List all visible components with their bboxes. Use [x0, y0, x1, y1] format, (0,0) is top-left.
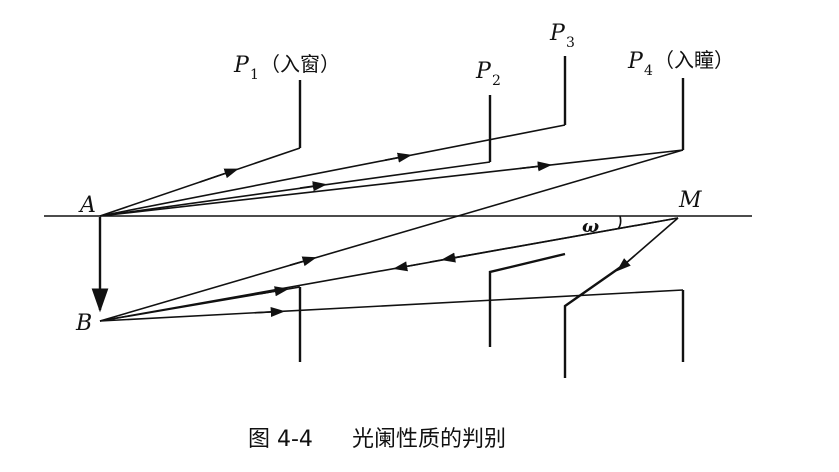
label-m: M — [678, 188, 702, 213]
label-p3: P — [549, 21, 566, 46]
ray-b-p4 — [99, 289, 684, 322]
ray-a-p3-arrow — [384, 152, 413, 163]
label-p1-sub: 1 — [250, 67, 259, 83]
label-p4: P — [627, 49, 644, 74]
label-p4-sub: 4 — [644, 63, 653, 79]
label-p1: P — [233, 53, 250, 78]
ray-a-p2-arrow — [299, 181, 328, 192]
ray-b-p4-arrow — [254, 306, 286, 318]
ray-a-p2 — [99, 161, 491, 217]
caption-number: 图 4-4 — [248, 427, 313, 452]
label-p1-note: （入窗） — [260, 52, 340, 76]
ray-m-p3-arrow — [616, 254, 636, 272]
ray-a-p3 — [99, 124, 566, 217]
ray-a-p4-arrow — [519, 161, 553, 172]
label-p2-sub: 2 — [492, 73, 501, 89]
ray-m-p2 — [429, 217, 679, 263]
ray-b-p1-arrow — [259, 286, 290, 297]
ray-p4-b-arrow — [289, 256, 317, 267]
label-a: A — [78, 193, 96, 218]
ray-p4-b — [99, 149, 684, 322]
label-omega: ω — [582, 216, 599, 237]
ray-m-p2-arrow — [440, 252, 471, 263]
stop-p3-lower — [563, 263, 626, 378]
caption-title: 光阑性质的判别 — [352, 427, 506, 452]
ray-a-p1-arrow — [199, 168, 239, 183]
angle-arc-omega — [617, 215, 622, 230]
label-p3-sub: 3 — [566, 35, 575, 51]
ray-a-p4 — [99, 149, 684, 217]
label-b: B — [75, 311, 92, 336]
label-p4-note: （入瞳） — [654, 48, 734, 72]
stop-p2-lower — [488, 252, 566, 347]
ray-m-b-arrow — [392, 261, 421, 272]
label-p2: P — [475, 59, 492, 84]
